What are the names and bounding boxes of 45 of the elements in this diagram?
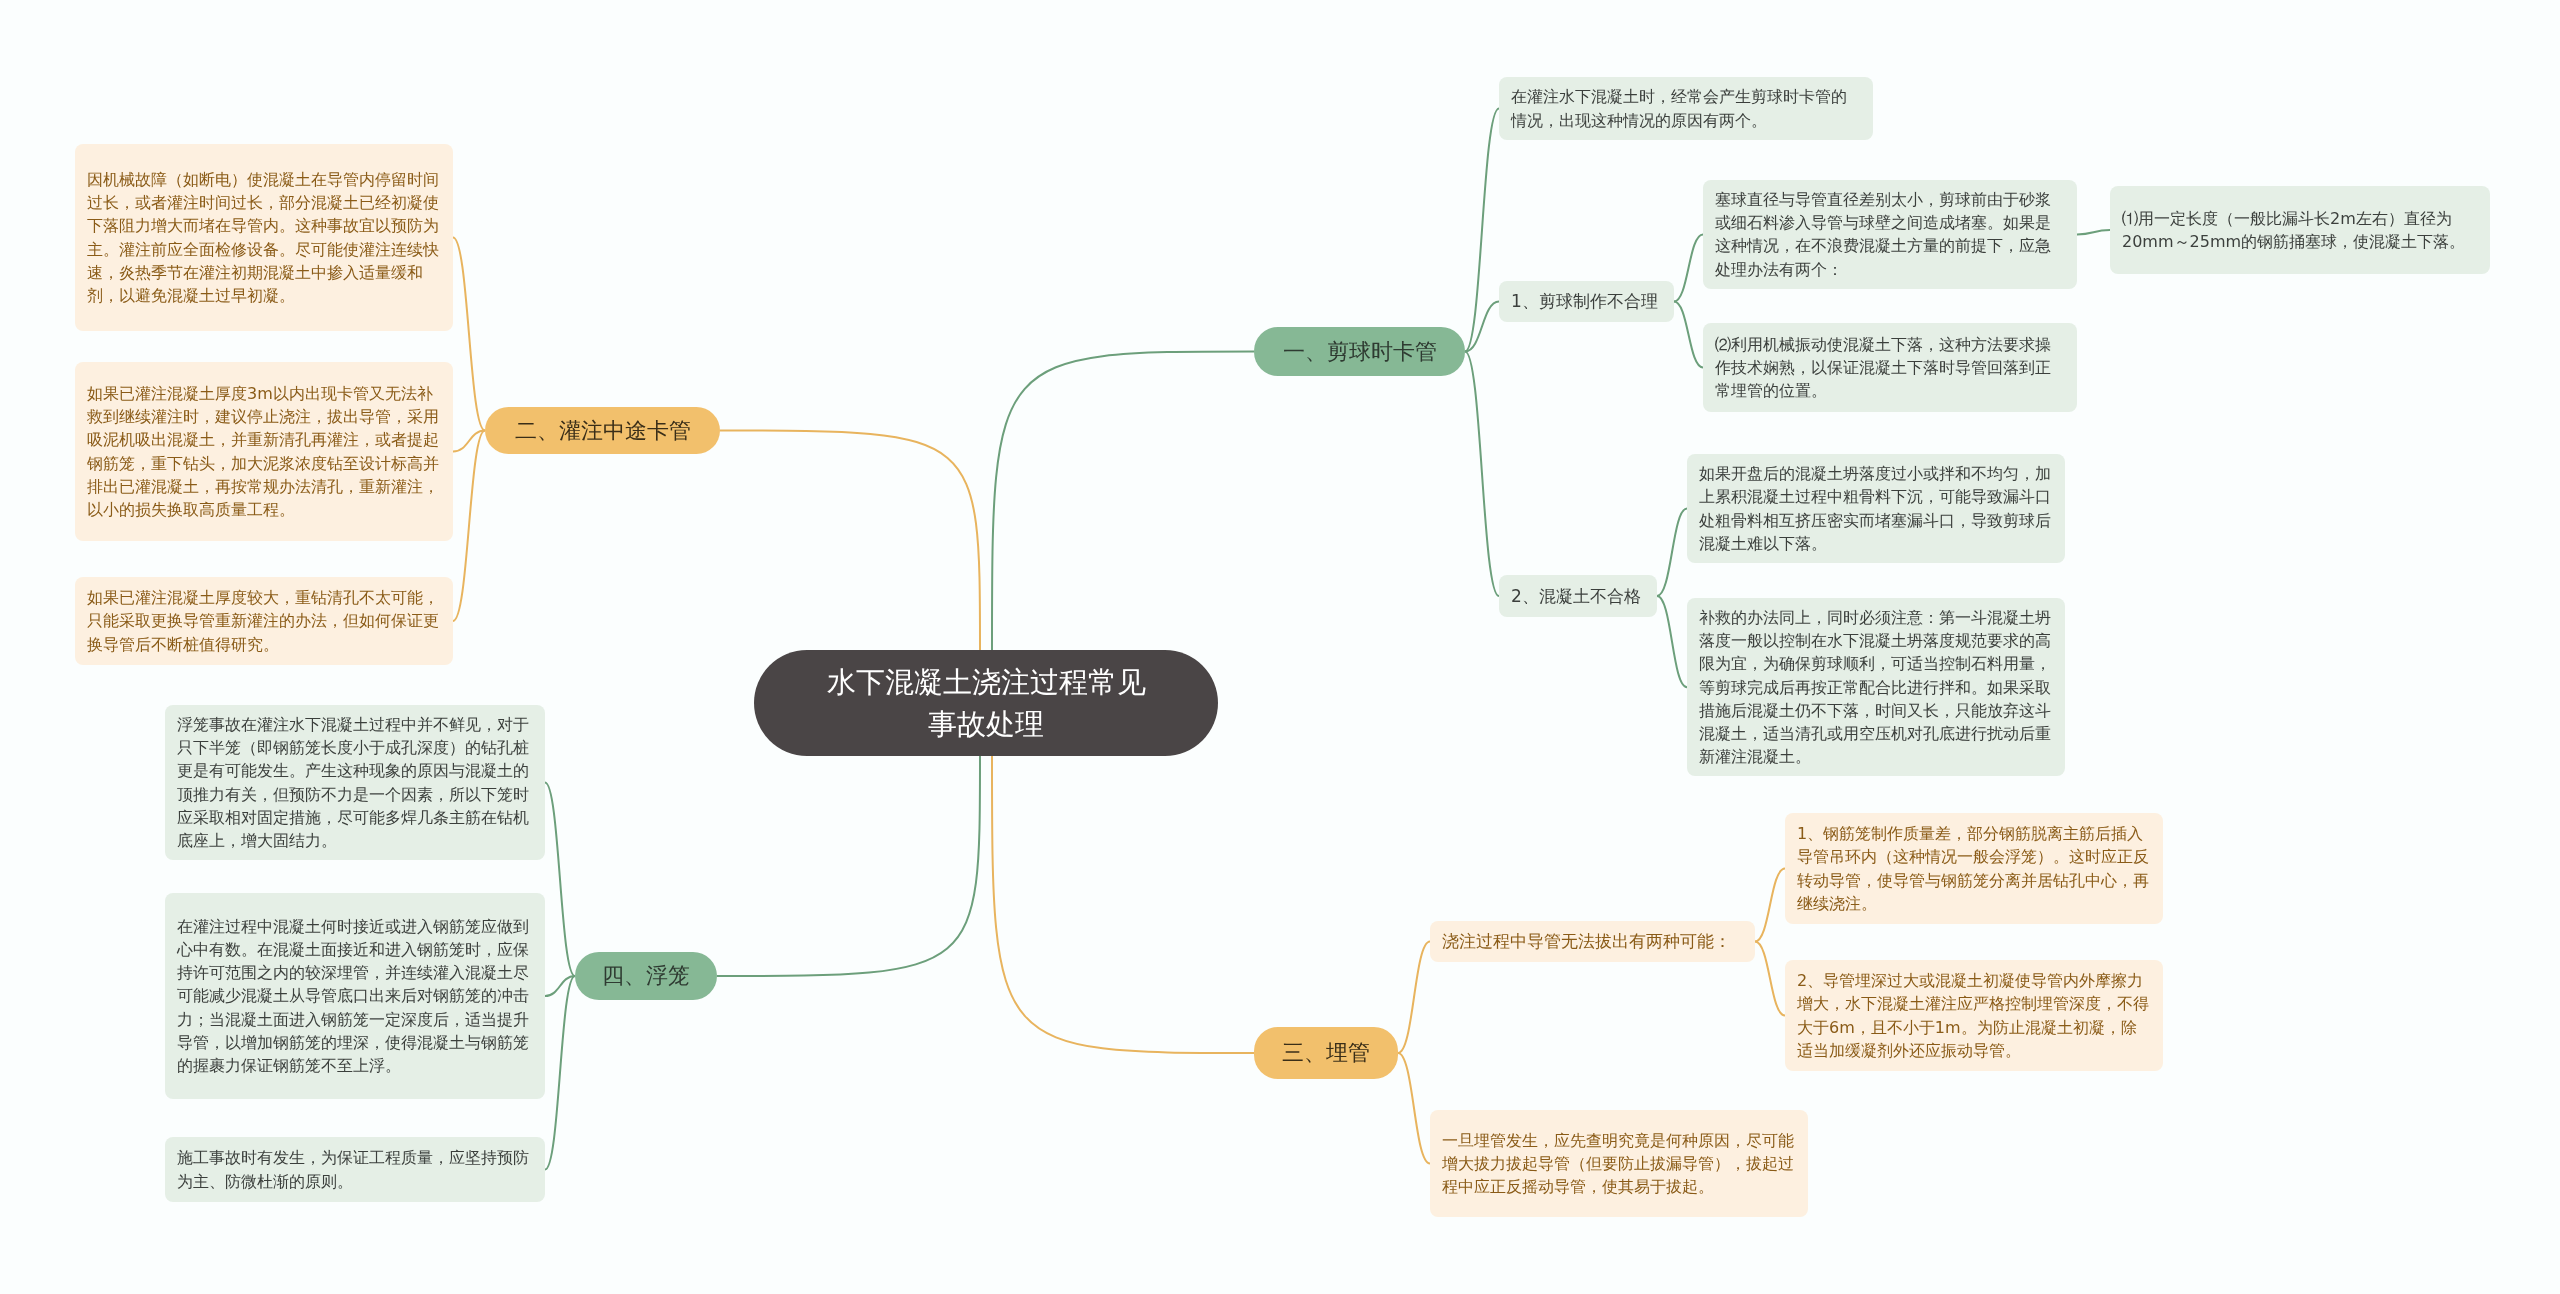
subtopic-box: 2、混凝土不合格 bbox=[1499, 575, 1657, 617]
note-card: 补救的办法同上，同时必须注意：第一斗混凝土坍落度一般以控制在水下混凝土坍落度规范要求的高限为宜，为确保剪球顺利，可适当控制石料用量，等剪球完成后再按正常配合比进行拌和。如果采取措施后混凝土仍不下落，时间又长，只能放弃这斗混凝土，适当清孔或用空压机对孔底进行扰动后重新灌注混凝土。 bbox=[1687, 598, 2065, 777]
connector bbox=[1397, 940, 1431, 1054]
note-card: 浮笼事故在灌注水下混凝土过程中并不鲜见，对于只下半笼（即钢筋笼长度小于成孔深度）的钻孔桩更是有可能发生。产生这种现象的原因与混凝土的顶推力有关，但预防不力是一个因素，所以下笼时应采取相对固定措施，尽可能多焊几条主筋在钻机底座上，增大固结力。 bbox=[165, 705, 545, 861]
branch-topic: 一、剪球时卡管 bbox=[1254, 327, 1465, 376]
note-card: 如果已灌注混凝土厚度较大，重钻清孔不太可能，只能采取更换导管重新灌注的办法，但如何保证更换导管后不断桩值得研究。 bbox=[75, 577, 453, 665]
note-card: 施工事故时有发生，为保证工程质量，应坚持预防为主、防微杜渐的原则。 bbox=[165, 1137, 545, 1202]
connector bbox=[991, 350, 1255, 651]
connector bbox=[1754, 940, 1786, 1017]
branch-topic: 四、浮笼 bbox=[575, 952, 717, 1000]
connector bbox=[1464, 107, 1500, 353]
subtopic-box: 浇注过程中导管无法拔出有两种可能： bbox=[1430, 921, 1755, 962]
connector bbox=[544, 975, 576, 997]
note-card: 在灌注水下混凝土时，经常会产生剪球时卡管的情况，出现这种情况的原因有两个。 bbox=[1499, 77, 1873, 140]
connector bbox=[452, 429, 486, 453]
note-card: 在灌注过程中混凝土何时接近或进入钢筋笼应做到心中有数。在混凝土面接近和进入钢筋笼时，应保持许可范围之内的较深埋管，并连续灌入混凝土尽可能减少混凝土从导管底口出来后对钢筋笼的冲击力；当混凝土面进入钢筋笼一定深度后，适当提升导管，以增加钢筋笼的埋深，使得混凝土与钢筋笼的握裹力保证钢筋笼不至上浮。 bbox=[165, 893, 545, 1099]
connector bbox=[1754, 867, 1786, 943]
connector bbox=[452, 429, 486, 622]
connector bbox=[1464, 350, 1500, 597]
note-card: 2、导管埋深过大或混凝土初凝使导管内外摩擦力增大，水下混凝土灌注应严格控制埋管深度，不得大于6m，且不小于1m。为防止混凝土初凝，除适当加缓凝剂外还应振动导管。 bbox=[1785, 960, 2163, 1071]
connector bbox=[719, 429, 981, 651]
connector bbox=[1673, 300, 1704, 369]
connector bbox=[1673, 233, 1704, 303]
connector bbox=[1464, 300, 1500, 353]
branch-topic: 三、埋管 bbox=[1254, 1027, 1398, 1079]
connector bbox=[991, 755, 1255, 1054]
connector bbox=[452, 236, 486, 432]
note-card: 如果已灌注混凝土厚度3m以内出现卡管又无法补救到继续灌注时，建议停止浇注，拔出导管，采用吸泥机吸出混凝土，并重新清孔再灌注，或者提起钢筋笼，重下钻头，加大泥浆浓度钻至设计标高并排出已灌混凝土，再按常规办法清孔，重新灌注，以小的损失换取高质量工程。 bbox=[75, 362, 453, 541]
connector bbox=[544, 975, 576, 1171]
connector bbox=[1397, 1052, 1431, 1165]
central-topic: 水下混凝土浇注过程常见事故处理 bbox=[754, 650, 1218, 756]
branch-topic: 二、灌注中途卡管 bbox=[485, 407, 720, 454]
note-card: 如果开盘后的混凝土坍落度过小或拌和不均匀，加上累积混凝土过程中粗骨料下沉，可能导致漏斗口处粗骨料相互挤压密实而堵塞漏斗口，导致剪球后混凝土难以下落。 bbox=[1687, 454, 2065, 563]
connector bbox=[1656, 507, 1688, 597]
note-card: ⑵利用机械振动使混凝土下落，这种方法要求操作技术娴熟，以保证混凝土下落时导管回落到正常埋管的位置。 bbox=[1703, 323, 2077, 412]
note-card: 1、钢筋笼制作质量差，部分钢筋脱离主筋后插入导管吊环内（这种情况一般会浮笼）。这时应正反转动导管，使导管与钢筋笼分离并居钻孔中心，再继续浇注。 bbox=[1785, 813, 2163, 924]
subtopic-box: 1、剪球制作不合理 bbox=[1499, 281, 1674, 322]
connector bbox=[544, 781, 576, 977]
note-card: 一旦埋管发生，应先查明究竟是何种原因，尽可能增大拔力拔起导管（但要防止拔漏导管），拔起过程中应正反摇动导管，使其易于拔起。 bbox=[1430, 1110, 1808, 1217]
note-card: ⑴用一定长度（一般比漏斗长2m左右）直径为20mm～25mm的钢筋捅塞球，使混凝土下落。 bbox=[2110, 186, 2490, 274]
note-card: 因机械故障（如断电）使混凝土在导管内停留时间过长，或者灌注时间过长，部分混凝土已经初凝使下落阻力增大而堵在导管内。这种事故宜以预防为主。灌注前应全面检修设备。尽可能使灌注连续快速，炎热季节在灌注初期混凝土中掺入适量缓和剂，以避免混凝土过早初凝。 bbox=[75, 144, 453, 331]
connector bbox=[716, 755, 981, 977]
connector bbox=[1656, 595, 1688, 689]
note-card: 塞球直径与导管直径差别太小，剪球前由于砂浆或细石料渗入导管与球壁之间造成堵塞。如果是这种情况，在不浪费混凝土方量的前提下，应急处理办法有两个： bbox=[1703, 180, 2077, 289]
connector bbox=[2076, 229, 2111, 236]
